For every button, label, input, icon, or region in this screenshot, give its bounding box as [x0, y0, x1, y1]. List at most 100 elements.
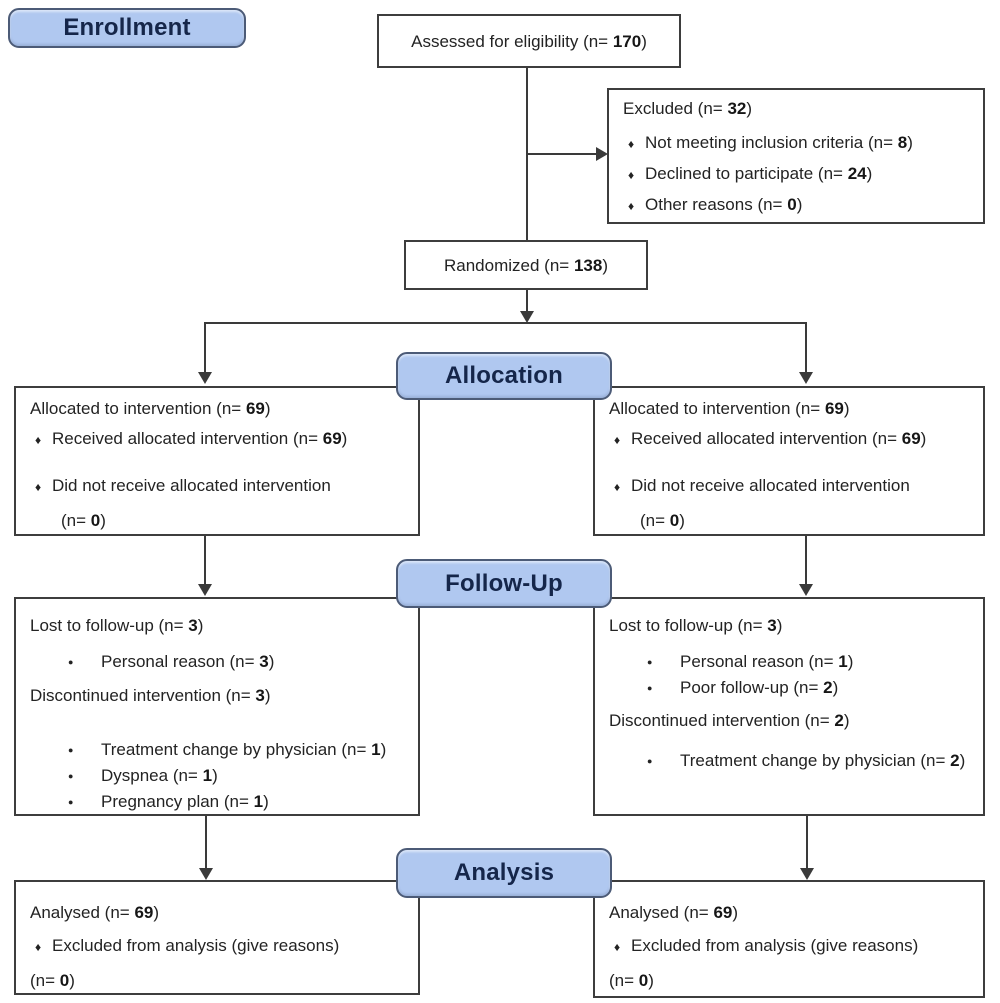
- count-value: 3: [259, 652, 269, 671]
- arrowhead-down-icon: [520, 311, 534, 323]
- round-bullet-icon: ●: [68, 771, 74, 781]
- box-line: Assessed for eligibility (n= 170): [411, 31, 647, 52]
- box-line: ♦Excluded from analysis (give reasons): [609, 935, 975, 958]
- line-text: Received allocated intervention (n=: [631, 429, 902, 448]
- line-text: ): [641, 31, 647, 51]
- count-value: 1: [838, 652, 848, 671]
- box-line: ♦Declined to participate (n= 24): [623, 163, 975, 186]
- box-line: Analysed (n= 69): [30, 902, 410, 923]
- line-text: ): [264, 399, 271, 418]
- connector-excluded-branch: [527, 153, 597, 155]
- box-line: Excluded (n= 32): [623, 98, 975, 119]
- count-value: 69: [713, 903, 733, 922]
- line-text: ): [264, 686, 271, 705]
- count-value: 0: [638, 971, 649, 990]
- box-line: ♦ Did not receive allocated intervention: [30, 475, 410, 498]
- box-line: (n= 0): [609, 510, 975, 531]
- line-text: Assessed for eligibility (n=: [411, 31, 613, 51]
- box-line: Lost to follow-up (n= 3): [609, 615, 975, 636]
- connector-allocation-to-followup-left: [204, 536, 206, 585]
- connector-followup-to-analysis-right: [806, 816, 808, 869]
- line-text: Personal reason (n=: [101, 652, 260, 671]
- line-text: Treatment change by physician (n=: [101, 740, 372, 759]
- count-value: 170: [612, 31, 642, 51]
- count-value: 69: [901, 429, 921, 448]
- line-text: Allocated to intervention (n=: [609, 399, 825, 418]
- diamond-bullet-icon: ♦: [35, 940, 42, 954]
- count-value: 69: [824, 399, 844, 418]
- count-value: 69: [245, 399, 265, 418]
- connector-randomized-to-split: [526, 290, 528, 312]
- count-value: 3: [188, 616, 198, 635]
- line-text: Discontinued intervention (n=: [609, 711, 835, 730]
- count-value: 8: [897, 133, 908, 152]
- count-value: 69: [322, 429, 342, 448]
- box-assessed-eligibility: Assessed for eligibility (n= 170): [377, 14, 681, 68]
- count-value: 2: [823, 678, 833, 697]
- stage-label-allocation: Allocation: [444, 362, 563, 389]
- box-randomized: Randomized (n= 138): [404, 240, 648, 290]
- box-followup-right: Lost to follow-up (n= 3)●Personal reason…: [593, 597, 985, 816]
- round-bullet-icon: ●: [68, 797, 74, 807]
- line-text: ): [866, 164, 873, 183]
- line-text: ): [907, 133, 913, 152]
- box-line: ●Personal reason (n= 3): [30, 651, 410, 673]
- line-text: Analysed (n=: [609, 903, 714, 922]
- diamond-bullet-icon: ♦: [628, 199, 635, 213]
- line-text: (n=: [609, 971, 639, 990]
- count-value: 1: [202, 766, 213, 785]
- line-text: ): [197, 616, 204, 635]
- connector-allocation-to-followup-right: [805, 536, 807, 585]
- count-value: 2: [834, 711, 844, 730]
- count-value: 69: [134, 903, 154, 922]
- stage-badge-followup: Follow-Up: [396, 559, 612, 608]
- box-line: ♦ Excluded from analysis (give reasons): [30, 935, 410, 958]
- line-text: Discontinued intervention (n=: [30, 686, 256, 705]
- line-text: ): [847, 652, 854, 671]
- line-text: Allocated to intervention (n=: [30, 399, 246, 418]
- diamond-bullet-icon: ♦: [614, 480, 621, 494]
- box-line: ●Poor follow-up (n= 2): [609, 677, 975, 699]
- round-bullet-icon: ●: [647, 683, 653, 693]
- line-text: ): [796, 195, 803, 214]
- line-text: Did not receive allocated intervention: [52, 476, 331, 495]
- line-text: ): [341, 429, 348, 448]
- line-text: ): [732, 903, 739, 922]
- round-bullet-icon: ●: [68, 657, 74, 667]
- line-text: Excluded (n=: [623, 99, 728, 118]
- line-text: ): [100, 511, 106, 530]
- line-text: Excluded from analysis (give reasons): [52, 936, 340, 955]
- diamond-bullet-icon: ♦: [35, 480, 42, 494]
- stage-badge-analysis: Analysis: [396, 848, 612, 898]
- box-line: Discontinued intervention (n= 3): [30, 685, 410, 706]
- box-line: Randomized (n= 138): [444, 255, 608, 276]
- count-value: 32: [727, 99, 747, 118]
- line-text: ): [679, 511, 685, 530]
- box-line: ●Pregnancy plan (n= 1): [30, 791, 410, 813]
- line-text: ): [380, 740, 387, 759]
- box-line: (n= 0): [609, 970, 975, 991]
- box-line: (n= 0): [30, 970, 410, 991]
- connector-split-to-allocation-right: [805, 322, 807, 374]
- line-text: Lost to follow-up (n=: [30, 616, 189, 635]
- box-analysis-right: Analysed (n= 69) ♦Excluded from analysis …: [593, 880, 985, 998]
- box-line: ●Treatment change by physician (n= 1): [30, 739, 410, 761]
- line-text: ): [920, 429, 927, 448]
- line-text: Treatment change by physician (n=: [680, 751, 951, 770]
- box-line: ♦Received allocated intervention (n= 69): [30, 428, 410, 451]
- line-text: Not meeting inclusion criteria (n=: [645, 133, 898, 152]
- arrowhead-down-icon: [198, 584, 212, 596]
- line-text: ): [843, 711, 850, 730]
- arrowhead-down-icon: [800, 868, 814, 880]
- line-text: (n=: [640, 511, 670, 530]
- connector-split-to-allocation-left: [204, 322, 206, 374]
- box-line: ●Treatment change by physician (n= 2): [609, 750, 975, 772]
- box-line: Analysed (n= 69): [609, 902, 975, 923]
- line-text: ): [602, 255, 608, 275]
- stage-label-followup: Follow-Up: [445, 569, 563, 597]
- line-text: ): [263, 792, 269, 811]
- box-line: ♦Did not receive allocated intervention: [609, 475, 975, 498]
- box-line: ♦Other reasons (n= 0): [623, 194, 975, 217]
- box-allocation-right: Allocated to intervention (n= 69) ♦ Receiv…: [593, 386, 985, 536]
